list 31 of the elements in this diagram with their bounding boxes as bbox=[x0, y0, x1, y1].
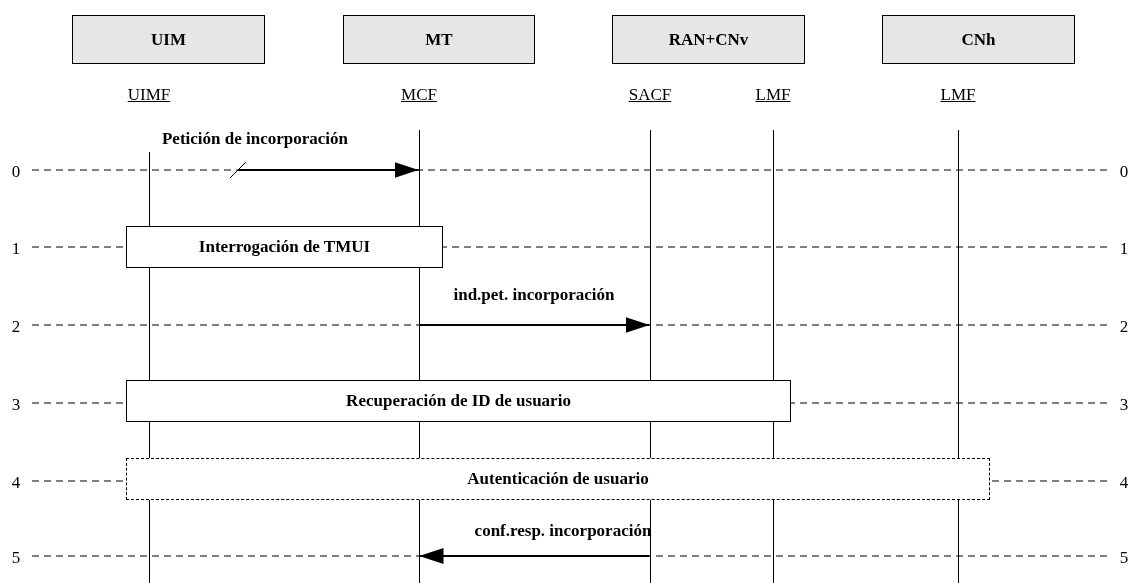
entity-box: CNh bbox=[882, 15, 1075, 64]
function-label: SACF bbox=[610, 84, 690, 106]
message-arrow bbox=[229, 161, 420, 179]
process-box: Autenticación de usuario bbox=[126, 458, 990, 500]
row-number: 1 bbox=[10, 239, 22, 259]
edge-label: Petición de incorporación bbox=[161, 128, 349, 150]
process-box: Recuperación de ID de usuario bbox=[126, 380, 791, 422]
message-arrow bbox=[418, 548, 651, 564]
function-label: UIMF bbox=[109, 84, 189, 106]
process-box: Interrogación de TMUI bbox=[126, 226, 443, 268]
edge-label: ind.pet. incorporación bbox=[452, 284, 616, 306]
row-number: 3 bbox=[1118, 395, 1130, 415]
function-label: LMF bbox=[918, 84, 998, 106]
row-number: 2 bbox=[1118, 317, 1130, 337]
function-label: LMF bbox=[733, 84, 813, 106]
row-number: 4 bbox=[10, 473, 22, 493]
row-number: 3 bbox=[10, 395, 22, 415]
entity-box: RAN+CNv bbox=[612, 15, 805, 64]
function-label: MCF bbox=[379, 84, 459, 106]
message-arrow bbox=[418, 317, 651, 333]
entity-box: UIM bbox=[72, 15, 265, 64]
row-number: 0 bbox=[1118, 162, 1130, 182]
row-number: 1 bbox=[1118, 239, 1130, 259]
edge-label: conf.resp. incorporación bbox=[473, 520, 653, 542]
row-number: 5 bbox=[1118, 548, 1130, 568]
row-number: 4 bbox=[1118, 473, 1130, 493]
lifeline bbox=[957, 130, 959, 583]
row-number: 5 bbox=[10, 548, 22, 568]
entity-box: MT bbox=[343, 15, 535, 64]
row-number: 2 bbox=[10, 317, 22, 337]
row-number: 0 bbox=[10, 162, 22, 182]
